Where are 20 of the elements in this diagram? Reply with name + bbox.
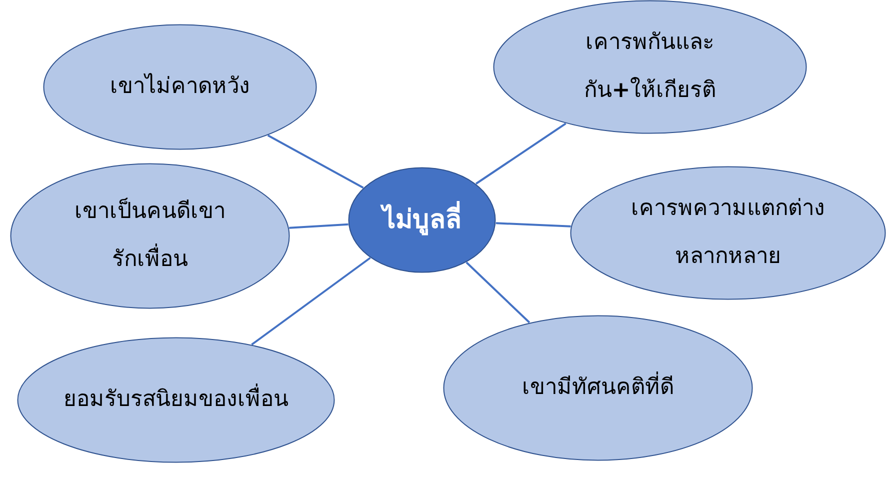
topic-ellipse — [17, 337, 335, 463]
center-label: ไม่บูลลี่ — [357, 196, 487, 244]
topic-label: เคารพความแตกต่างหลากหลาย — [630, 195, 826, 271]
topic-label: ยอมรับรสนิยมของเพื่อน — [46, 376, 306, 424]
topic-label: เขาเป็นคนดีเขารักเพื่อน — [74, 196, 226, 274]
connector-line — [475, 122, 566, 185]
connector-line — [289, 223, 348, 229]
connector-line — [466, 262, 530, 324]
topic-label: เขามีทัศนคติที่ดี — [468, 364, 728, 412]
connector-line — [251, 257, 371, 346]
topic-ellipse — [10, 163, 290, 309]
topic-ellipse — [493, 0, 807, 134]
topic-label: เขาไม่คาดหวัง — [109, 72, 251, 101]
topic-ellipse — [570, 166, 886, 300]
topic-label: เคารพกันและกัน+ให้เกียรติ — [582, 29, 718, 105]
connector-line — [267, 134, 364, 189]
center-ellipse — [348, 167, 496, 273]
topic-ellipse — [43, 24, 317, 150]
topic-ellipse — [443, 315, 753, 461]
connector-line — [496, 222, 571, 228]
